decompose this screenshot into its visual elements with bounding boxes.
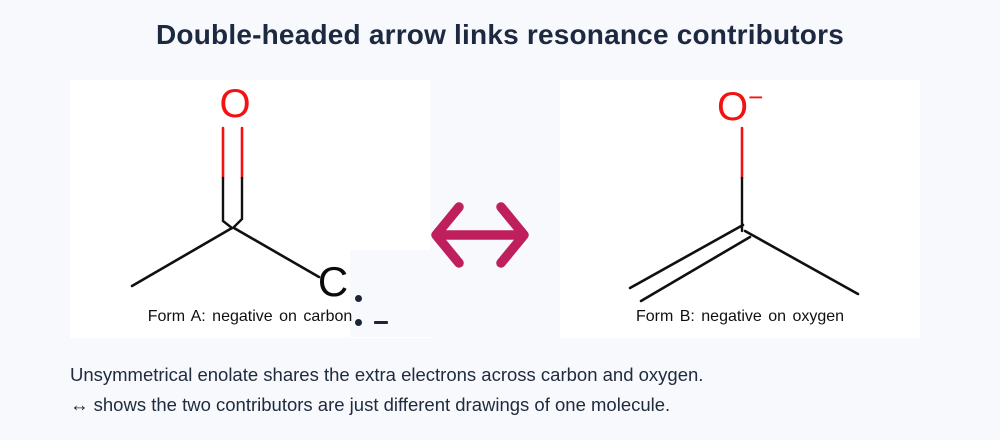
lone-pair-dot	[355, 295, 362, 302]
oxygen-minus-charge: −	[748, 82, 764, 112]
form-b-oxygen-label: O−	[717, 84, 787, 127]
form-a-carbanion-label: C	[317, 258, 349, 305]
form-a-corner-cutout	[350, 250, 430, 337]
form-a-caption: Form A: negative on carbon	[147, 308, 353, 325]
page-title: Double-headed arrow links resonance cont…	[156, 19, 844, 50]
form-b-oxygen-symbol: O	[717, 85, 749, 129]
carbanion-minus-charge-icon	[374, 321, 388, 324]
form-b-caption: Form B: negative on oxygen	[635, 308, 845, 325]
explanation-line-1: Unsymmetrical enolate shares the extra e…	[70, 364, 704, 385]
lone-pair-dot	[355, 319, 362, 326]
explanation-line-2: ↔ shows the two contributors are just di…	[70, 393, 671, 415]
form-a-oxygen-label: O	[219, 82, 251, 126]
explanation-text: Unsymmetrical enolate shares the extra e…	[70, 360, 950, 419]
double-headed-arrow-icon	[431, 202, 529, 268]
